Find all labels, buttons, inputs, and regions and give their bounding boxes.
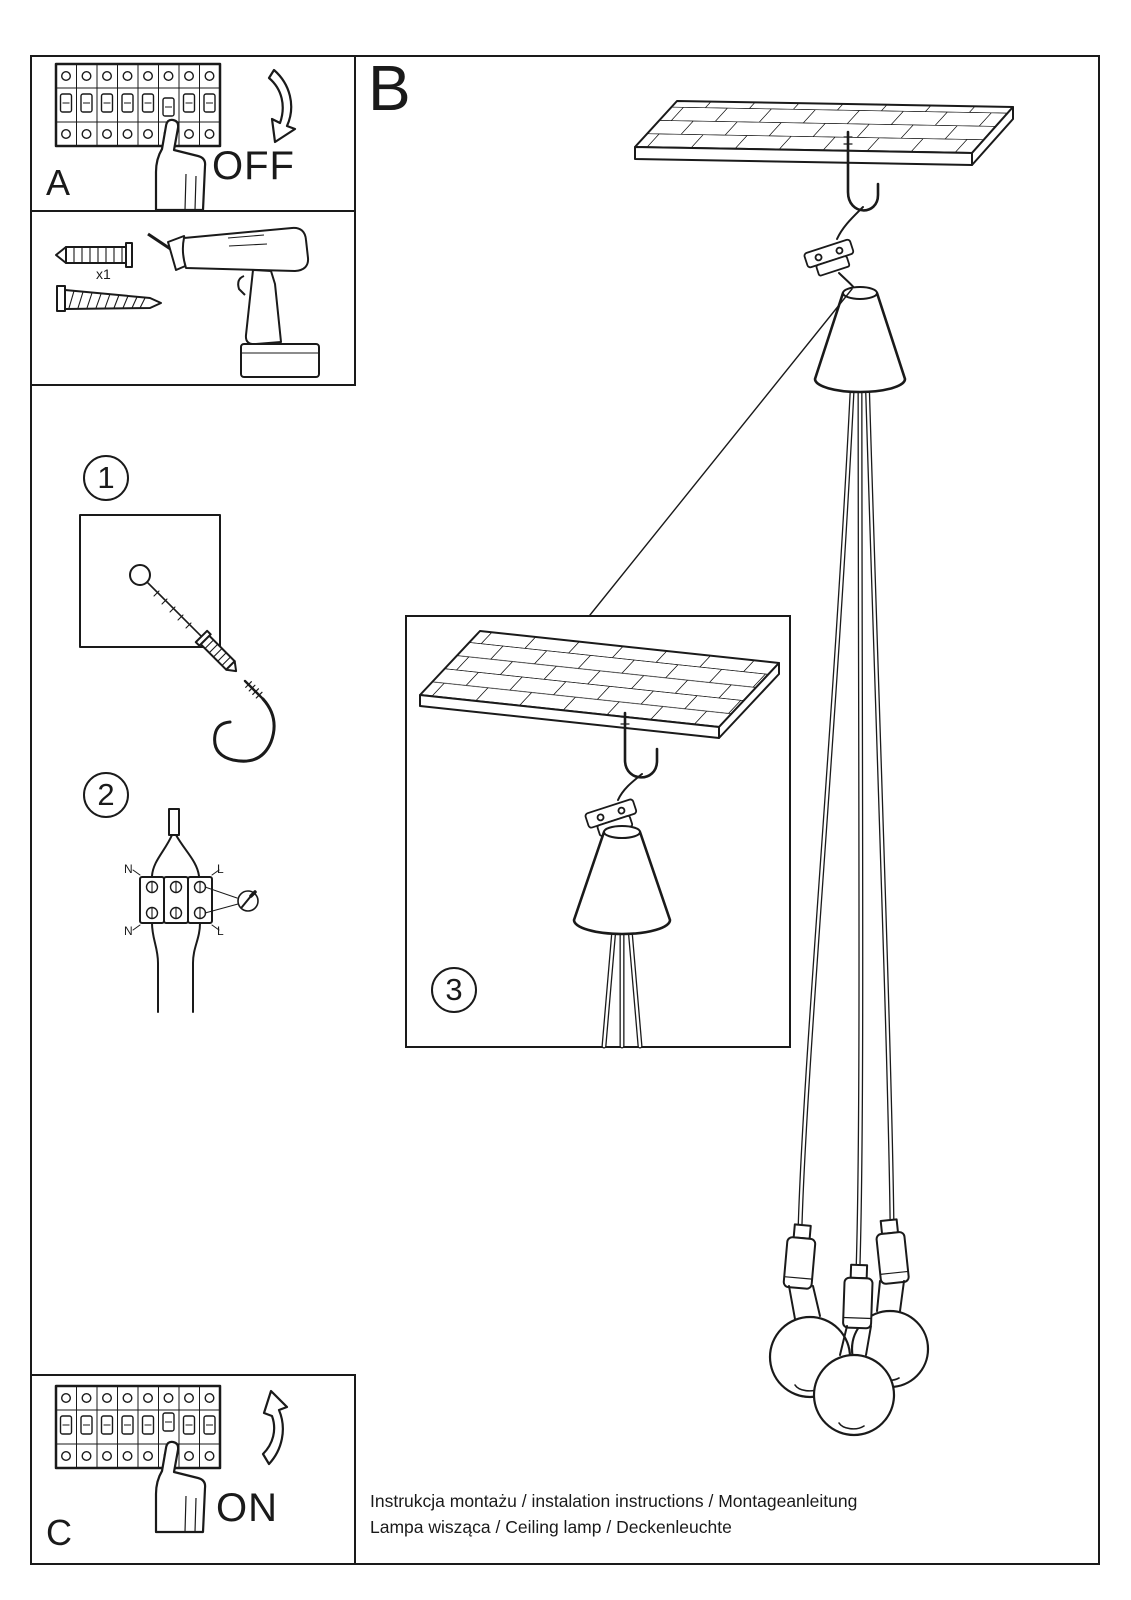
pendant-cords bbox=[601, 914, 643, 1049]
tools-illustration bbox=[55, 226, 320, 378]
hook-icon bbox=[213, 679, 276, 763]
ceiling-panel bbox=[634, 100, 1014, 166]
on-label: ON bbox=[216, 1486, 278, 1530]
hand-icon bbox=[154, 118, 207, 212]
ceiling-cup bbox=[572, 825, 672, 936]
lamp-socket bbox=[875, 1231, 910, 1285]
breaker-toggles bbox=[59, 1412, 216, 1435]
step-1-badge: 1 bbox=[83, 455, 129, 501]
step-1-number: 1 bbox=[97, 460, 115, 495]
breaker-toggles bbox=[59, 93, 216, 117]
terminal-l-top-label: L bbox=[217, 862, 224, 876]
off-label: OFF bbox=[212, 144, 295, 188]
breaker-panel-on-illustration bbox=[54, 1384, 289, 1534]
section-a-letter: A bbox=[46, 162, 71, 203]
ceiling-hook-icon bbox=[620, 711, 659, 779]
footer-captions: Instrukcja montażu / instalation instruc… bbox=[370, 1488, 857, 1540]
section-c-letter: C bbox=[46, 1512, 72, 1553]
step-2-number: 2 bbox=[97, 777, 115, 812]
step2-illustration bbox=[132, 808, 259, 1013]
page-border bbox=[30, 55, 1100, 1565]
step-2-badge: 2 bbox=[83, 772, 129, 818]
light-bulb bbox=[812, 1353, 896, 1437]
mounting-bracket-icon bbox=[803, 206, 864, 294]
terminal-n-bottom-label: N bbox=[124, 924, 133, 938]
power-on-box bbox=[30, 1374, 356, 1565]
ceiling-hook-icon bbox=[843, 130, 880, 212]
hand-icon bbox=[154, 1440, 207, 1534]
ceiling-cup bbox=[813, 286, 907, 394]
arrow-up-icon bbox=[261, 1389, 289, 1466]
callout-line bbox=[589, 288, 853, 616]
lamp-socket bbox=[842, 1276, 874, 1330]
wall-panel bbox=[79, 514, 221, 648]
pendant-cords bbox=[797, 369, 895, 1272]
wall-plug-icon bbox=[194, 629, 238, 673]
section-b-letter: B bbox=[368, 52, 411, 124]
terminal-n-top-label: N bbox=[124, 862, 133, 876]
pendant-lamp-illustration bbox=[589, 100, 1014, 1437]
arrow-down-icon bbox=[267, 68, 297, 144]
socket-ferrule bbox=[849, 1263, 869, 1280]
terminal-l-bottom-label: L bbox=[217, 924, 224, 938]
detail-3-illustration bbox=[419, 630, 780, 1049]
step-3-number: 3 bbox=[445, 972, 463, 1007]
anchor-quantity-label: x1 bbox=[96, 266, 111, 282]
cable-sheath bbox=[168, 808, 180, 836]
detail-3-box: 3 bbox=[405, 615, 791, 1049]
ceiling-panel bbox=[419, 630, 780, 739]
lamp-socket bbox=[782, 1236, 817, 1290]
step-3-badge: 3 bbox=[431, 967, 477, 1013]
wall-plug-icon bbox=[55, 242, 133, 268]
drilled-hole-icon bbox=[129, 564, 151, 586]
lamp-front bbox=[812, 1263, 896, 1437]
footer-line-1: Instrukcja montażu / instalation instruc… bbox=[370, 1491, 858, 1511]
step1-illustration bbox=[79, 514, 276, 763]
screwdriver-icon bbox=[204, 886, 259, 914]
breaker-panel-off-illustration bbox=[54, 62, 297, 212]
drill-icon bbox=[147, 226, 320, 378]
footer-line-2: Lampa wisząca / Ceiling lamp / Deckenleu… bbox=[370, 1517, 732, 1537]
screw-icon bbox=[56, 285, 162, 312]
tools-box bbox=[30, 212, 356, 386]
